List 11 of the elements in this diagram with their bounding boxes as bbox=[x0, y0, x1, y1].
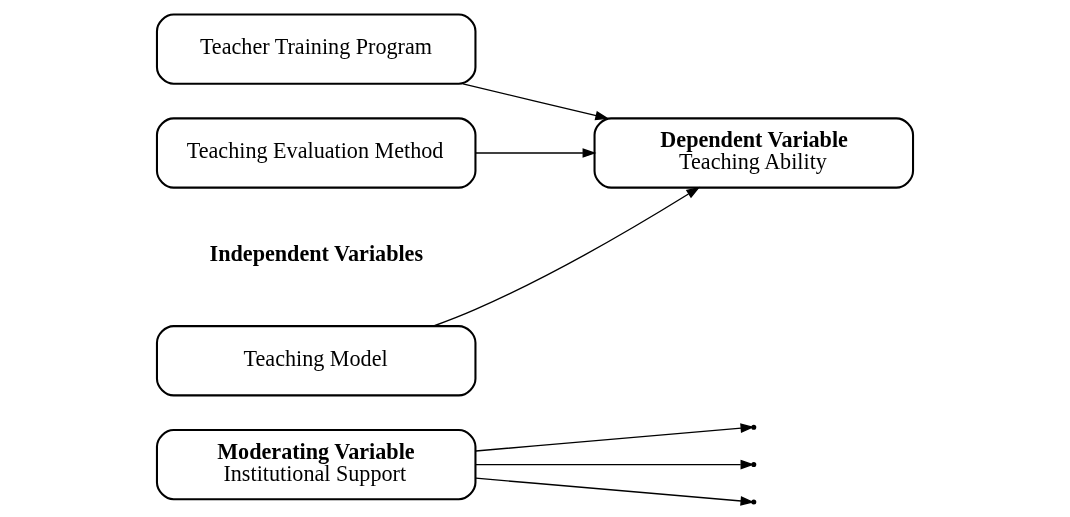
arrow bbox=[462, 82, 610, 120]
arrow bbox=[475, 422, 755, 452]
node-box: Moderating Variable Institutional Support bbox=[155, 428, 477, 500]
label: Independent Variables bbox=[209, 240, 424, 266]
arrow bbox=[475, 459, 755, 469]
node-box: Teaching Model bbox=[155, 324, 477, 396]
node-box: Dependent Variable Teaching Ability bbox=[593, 116, 915, 189]
arrow bbox=[433, 186, 701, 327]
node-box: Teaching Evaluation Method bbox=[155, 116, 477, 189]
node-box: Teacher Training Program bbox=[155, 13, 477, 85]
arrow bbox=[475, 147, 597, 158]
